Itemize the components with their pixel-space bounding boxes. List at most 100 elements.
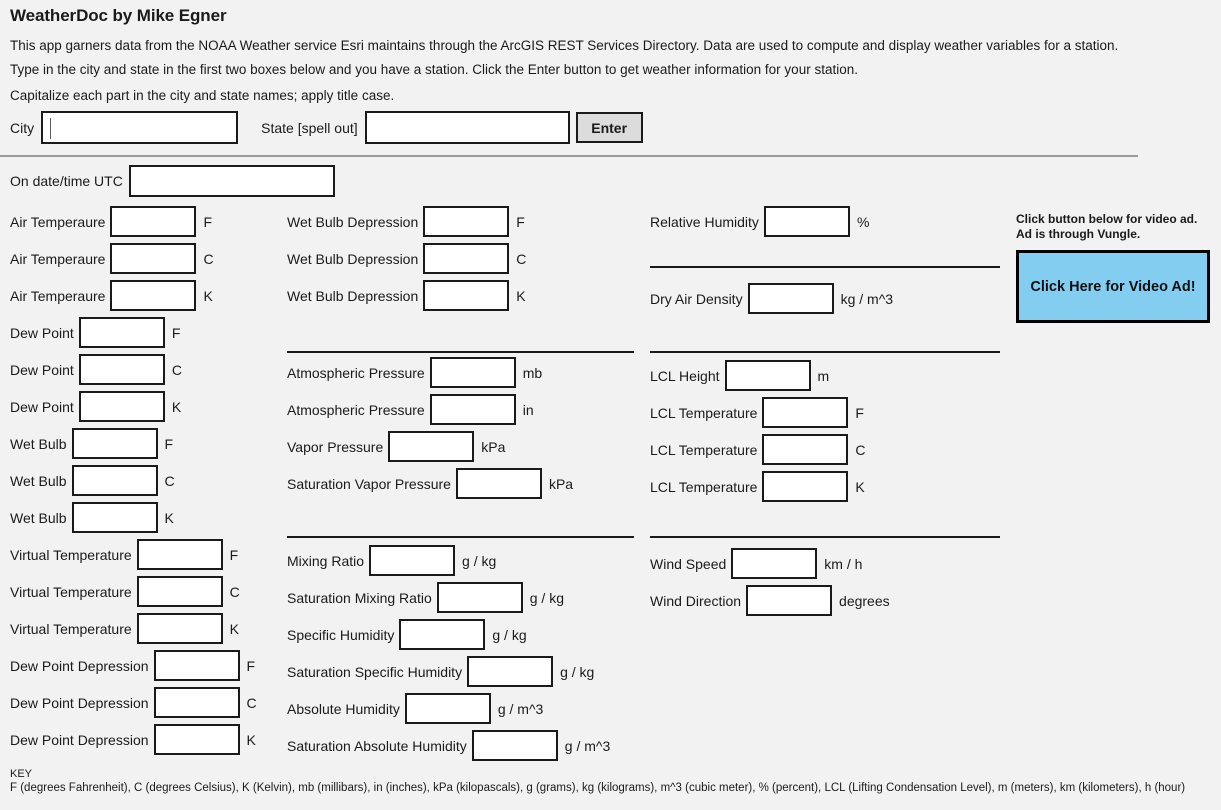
field-label: Wind Speed <box>650 555 727 572</box>
field-row-atmospheric-pressure-mb: Atmospheric Pressure mb <box>287 354 610 391</box>
field-label: Dry Air Density <box>650 290 743 307</box>
field-unit: C <box>855 441 866 458</box>
field-label: LCL Temperature <box>650 404 758 421</box>
field-input-atmospheric-pressure-mb[interactable] <box>429 357 516 388</box>
field-input-wet-bulb-depression-c[interactable] <box>423 243 510 274</box>
field-label: Saturation Specific Humidity <box>287 663 463 680</box>
field-input-wet-bulb-depression-k[interactable] <box>423 280 510 311</box>
ad-note-line-1: Click button below for video ad. <box>1016 212 1198 226</box>
field-input-dry-air-density-kg-m3[interactable] <box>747 283 834 314</box>
field-label: Wet Bulb Depression <box>287 250 419 267</box>
field-label: Dew Point <box>10 398 74 415</box>
field-input-mixing-ratio-g-kg[interactable] <box>369 545 456 576</box>
enter-button[interactable]: Enter <box>575 112 643 143</box>
field-unit: F <box>171 324 181 341</box>
field-unit: % <box>856 213 870 230</box>
field-input-lcl-temperature-k[interactable] <box>762 471 849 502</box>
field-input-specific-humidity-g-kg[interactable] <box>399 619 486 650</box>
field-label: LCL Temperature <box>650 441 758 458</box>
field-input-saturation-absolute-humidity-g-m3[interactable] <box>471 730 558 761</box>
field-input-wind-speed-km-h[interactable] <box>731 548 818 579</box>
field-input-air-temperaure-c[interactable] <box>110 243 197 274</box>
field-input-wet-bulb-c[interactable] <box>71 465 158 496</box>
field-input-dew-point-depression-f[interactable] <box>153 650 240 681</box>
field-unit: g / kg <box>560 663 595 680</box>
field-input-dew-point-depression-c[interactable] <box>153 687 240 718</box>
field-input-wind-direction-degrees[interactable] <box>746 585 833 616</box>
ad-note-line-2: Ad is through Vungle. <box>1016 227 1141 241</box>
field-input-air-temperaure-k[interactable] <box>110 280 197 311</box>
field-unit: C <box>229 583 240 600</box>
datetime-input[interactable] <box>128 165 335 197</box>
field-input-wet-bulb-depression-f[interactable] <box>423 206 510 237</box>
field-row-virtual-temperature-k: Virtual Temperature K <box>10 610 257 647</box>
field-unit: mb <box>522 364 543 381</box>
field-label: Wet Bulb <box>10 472 67 489</box>
field-input-lcl-temperature-f[interactable] <box>762 397 849 428</box>
field-input-dew-point-depression-k[interactable] <box>153 724 240 755</box>
field-unit: K <box>229 620 240 637</box>
field-label: Air Temperaure <box>10 287 106 304</box>
field-label: Air Temperaure <box>10 213 106 230</box>
field-label: Wet Bulb <box>10 509 67 526</box>
field-input-atmospheric-pressure-in[interactable] <box>429 394 516 425</box>
field-label: Dew Point Depression <box>10 657 149 674</box>
field-input-dew-point-c[interactable] <box>78 354 165 385</box>
field-unit: kg / m^3 <box>840 290 894 307</box>
video-ad-button[interactable]: Click Here for Video Ad! <box>1016 250 1210 323</box>
field-unit: C <box>246 694 257 711</box>
city-label: City <box>10 119 35 136</box>
field-input-vapor-pressure-kpa[interactable] <box>388 431 475 462</box>
field-label: Virtual Temperature <box>10 620 132 637</box>
field-label: Atmospheric Pressure <box>287 364 425 381</box>
city-input[interactable] <box>41 111 239 144</box>
field-input-absolute-humidity-g-m3[interactable] <box>404 693 491 724</box>
field-unit: F <box>516 213 525 230</box>
field-input-virtual-temperature-c[interactable] <box>136 576 223 607</box>
field-input-dew-point-k[interactable] <box>78 391 165 422</box>
field-label: Virtual Temperature <box>10 583 132 600</box>
field-input-saturation-mixing-ratio-g-kg[interactable] <box>436 582 523 613</box>
field-input-saturation-specific-humidity-g-kg[interactable] <box>467 656 554 687</box>
field-unit: g / kg <box>529 589 564 606</box>
field-row-lcl-temperature-f: LCL Temperature F <box>650 394 893 431</box>
station-entry-row: City State [spell out] Enter <box>10 110 643 145</box>
field-unit: F <box>855 404 864 421</box>
field-input-wet-bulb-k[interactable] <box>71 502 158 533</box>
field-label: LCL Height <box>650 367 720 384</box>
datetime-label: On date/time UTC <box>10 173 123 189</box>
state-input[interactable] <box>364 111 570 144</box>
field-unit: F <box>164 435 174 452</box>
field-input-saturation-vapor-pressure-kpa[interactable] <box>455 468 542 499</box>
field-unit: kPa <box>548 475 574 492</box>
intro-text-line-2: Type in the city and state in the first … <box>10 62 858 77</box>
right-divider-3 <box>650 536 1000 538</box>
field-input-virtual-temperature-k[interactable] <box>136 613 223 644</box>
field-input-lcl-temperature-c[interactable] <box>762 434 849 465</box>
field-input-air-temperaure-f[interactable] <box>110 206 197 237</box>
field-unit: K <box>855 478 865 495</box>
field-label: Dew Point Depression <box>10 731 149 748</box>
field-input-lcl-height-m[interactable] <box>724 360 811 391</box>
field-unit: K <box>171 398 182 415</box>
field-input-wet-bulb-f[interactable] <box>71 428 158 459</box>
field-input-relative-humidity[interactable] <box>763 206 850 237</box>
field-input-dew-point-f[interactable] <box>78 317 165 348</box>
field-input-virtual-temperature-f[interactable] <box>136 539 223 570</box>
field-unit: in <box>522 401 534 418</box>
field-label: Wet Bulb Depression <box>287 213 419 230</box>
field-unit: g / m^3 <box>564 737 611 754</box>
